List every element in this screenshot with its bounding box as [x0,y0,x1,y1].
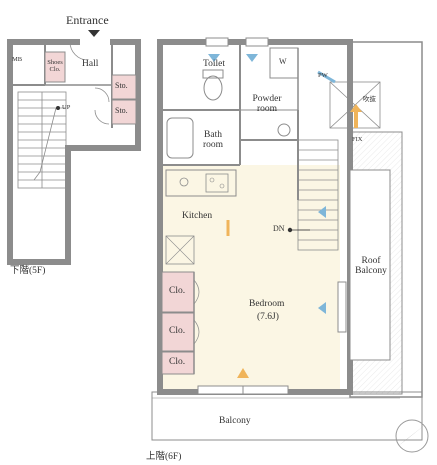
bathtub [166,117,194,159]
pw-label: PW [318,72,328,79]
hall-label: Hall [82,59,99,69]
bedroom-size-label: (7.6J) [257,312,279,322]
lower-floor-plan [7,30,141,265]
fix-label: FIX [352,136,363,143]
void-label: 吹抜 [363,96,376,103]
toilet-fixture [203,75,223,101]
kitchen-counter [165,169,237,197]
storage-1 [111,74,137,100]
upper-floor-plan [151,37,423,441]
storage-2 [111,99,137,125]
bath-room-label: Bath room [202,130,224,151]
closet-1 [161,271,195,313]
sink [277,123,291,137]
closet-2-label: Clo. [169,326,186,336]
lower-floor-caption: 下階(5F) [10,266,46,276]
compass-icon [395,419,429,453]
lower-floor-outer-wall [7,39,141,265]
washer-label: W [279,57,287,66]
toilet-label: Toilet [203,59,226,69]
upper-floor-caption: 上階(6F) [146,452,182,462]
closet-2 [161,312,195,352]
fridge-space [165,235,195,265]
lower-stairs [17,91,67,189]
up-label: UP [62,104,71,111]
closet-3-label: Clo. [169,357,186,367]
shoes-closet-label: Shoes Clo. [47,59,63,74]
balcony-label: Balcony [219,416,251,426]
airflow-arrows [208,18,362,410]
balcony-area [151,391,423,441]
dn-label: DN [273,224,285,233]
powder-room-label: Powder room [252,94,282,115]
entrance-label: Entrance [66,13,109,27]
closet-1-label: Clo. [169,286,186,296]
storage-1-label: Sto. [115,81,128,90]
bedroom-label: Bedroom [249,299,285,309]
storage-2-label: Sto. [115,106,128,115]
kitchen-label: Kitchen [182,211,213,221]
roof-balcony-label: Roof Balcony [355,256,387,277]
shoes-closet [44,51,66,83]
entrance-arrow-icon [88,30,100,37]
airflow-arrow-icon [317,70,336,84]
mb-label: MB [12,56,23,63]
